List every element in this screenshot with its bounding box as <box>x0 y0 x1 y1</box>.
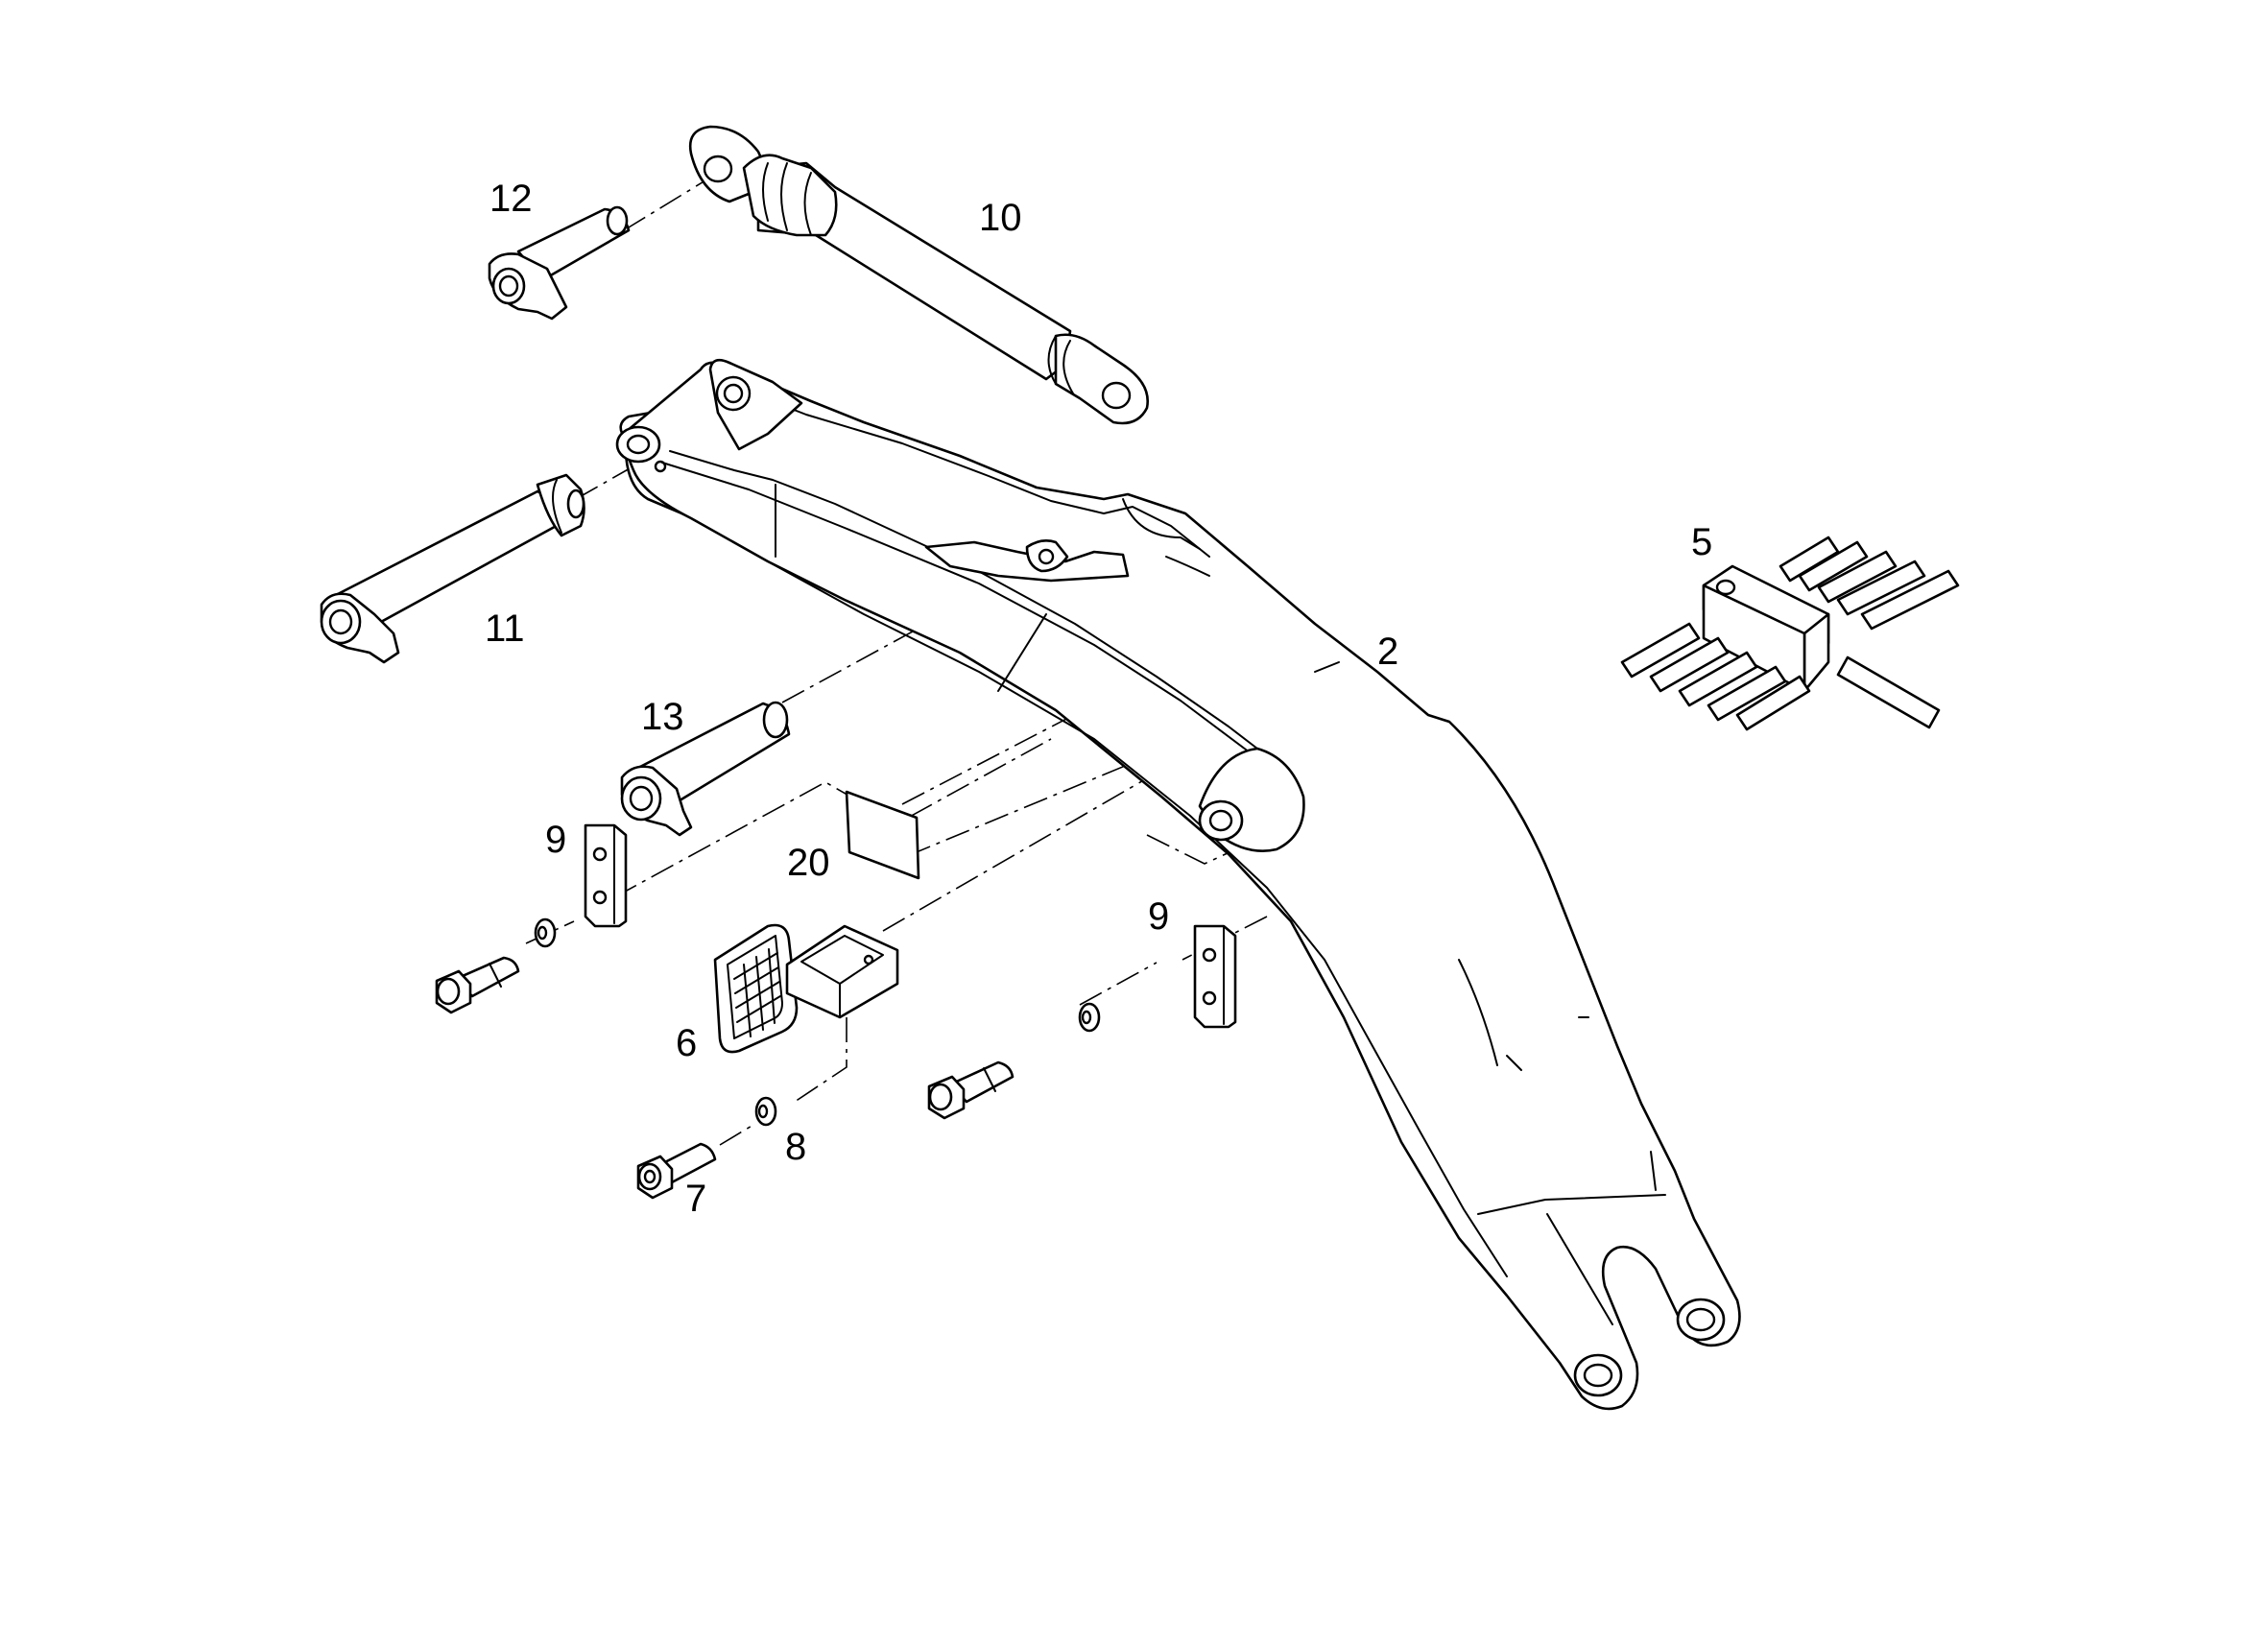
retaining-plate-right <box>1193 924 1237 1029</box>
hoses-top <box>1779 536 1960 631</box>
callout-step-washer: 8 <box>785 1126 806 1168</box>
middle-pin <box>620 701 791 837</box>
valve-block-with-hoses <box>1620 536 1960 731</box>
callout-pin-middle: 13 <box>641 696 684 738</box>
cylinder-pin <box>488 205 631 321</box>
callout-plate-right: 9 <box>1148 895 1169 938</box>
retaining-plate-left <box>584 823 628 928</box>
hoses-left <box>1620 622 1811 731</box>
callout-pin-main: 11 <box>485 608 525 650</box>
grate-pattern <box>733 948 781 1037</box>
step-bolt <box>636 1142 717 1200</box>
boom-arm <box>615 358 1741 1411</box>
washer-right <box>1078 1002 1101 1033</box>
bolt-left <box>435 956 520 1014</box>
callout-cylinder: 10 <box>979 197 1022 239</box>
main-pin <box>320 473 585 664</box>
callout-label-sticker: 20 <box>787 842 830 884</box>
callout-valve-block: 5 <box>1691 521 1712 563</box>
step-bracket <box>785 924 899 1019</box>
callout-pin-cylinder: 12 <box>489 178 533 220</box>
bolt-right <box>927 1060 1015 1120</box>
callout-step-grate: 6 <box>676 1022 697 1064</box>
callout-plate-left: 9 <box>545 819 566 861</box>
callout-labels: 2 5 6 7 8 9 9 10 11 12 13 20 <box>485 178 1712 1220</box>
callout-boom: 2 <box>1377 631 1398 673</box>
step-grate <box>713 923 799 1054</box>
label-sticker <box>845 790 920 880</box>
washer-left <box>534 917 557 948</box>
callout-step-bolt: 7 <box>685 1178 706 1220</box>
step-washer <box>754 1096 777 1127</box>
hydraulic-cylinder <box>688 125 1150 425</box>
